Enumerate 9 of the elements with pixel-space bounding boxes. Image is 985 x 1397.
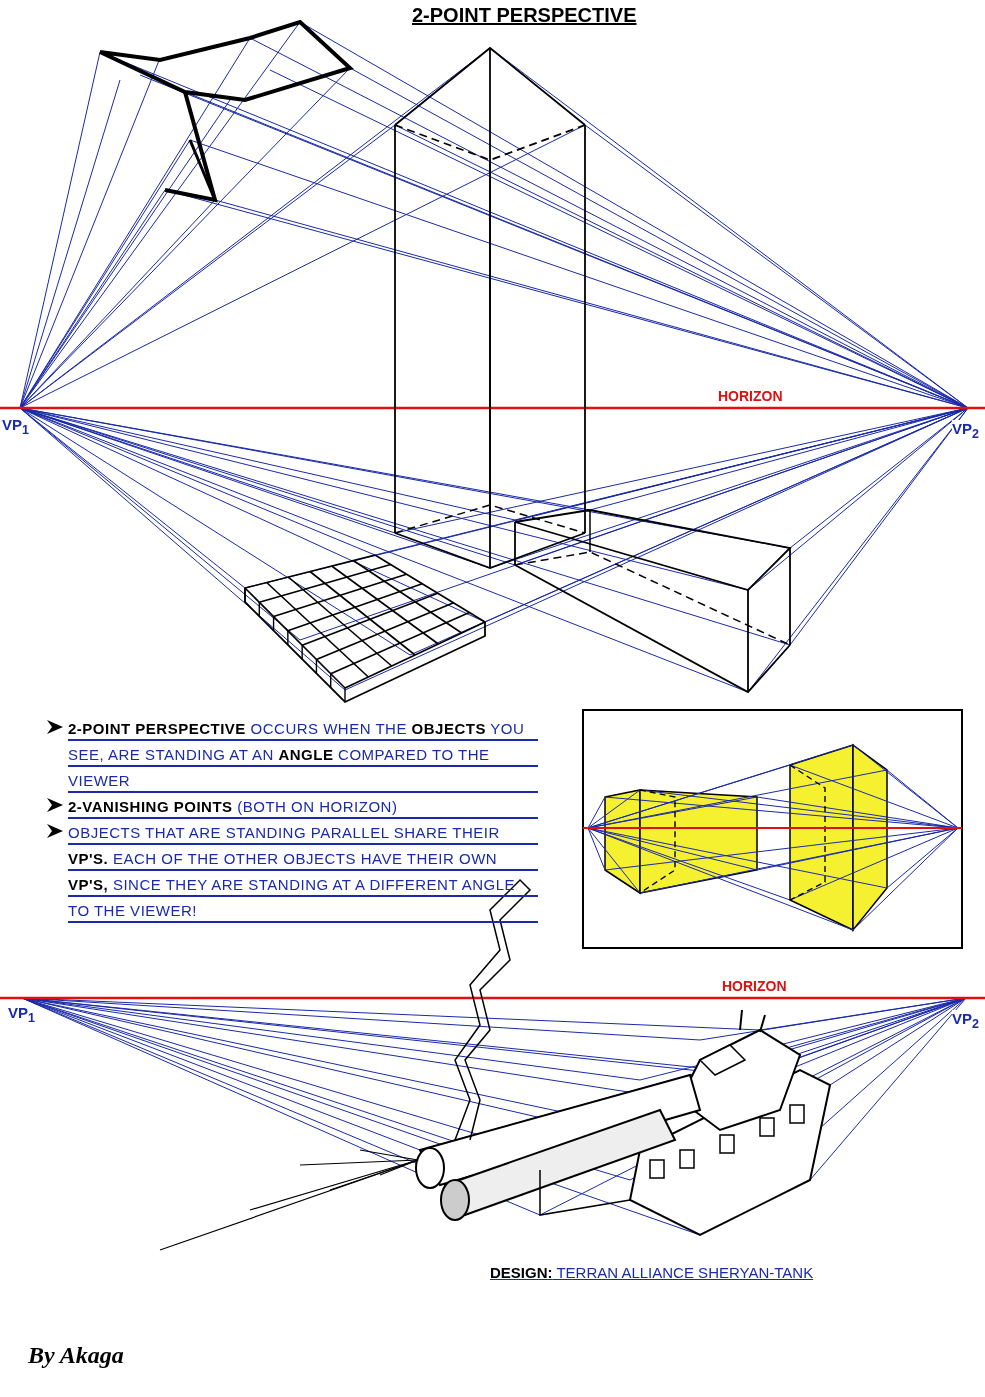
vanishing-point-label: VP$_{1}$ bbox=[8, 1004, 35, 1025]
vanishing-point-label: VP$_{1}$ bbox=[2, 416, 29, 437]
design-credit: DESIGN: TERRAN ALLIANCE SHERYAN-TANK bbox=[490, 1264, 814, 1281]
vanishing-point-label: VP$_{2}$ bbox=[952, 1010, 979, 1031]
author-signature: By Akaga bbox=[28, 1342, 124, 1369]
horizon-label: HORIZON bbox=[722, 978, 787, 994]
vanishing-point-label: VP$_{2}$ bbox=[952, 420, 979, 441]
horizon-label: HORIZON bbox=[718, 388, 783, 404]
diagram-title: 2-POINT PERSPECTIVE bbox=[412, 4, 637, 27]
